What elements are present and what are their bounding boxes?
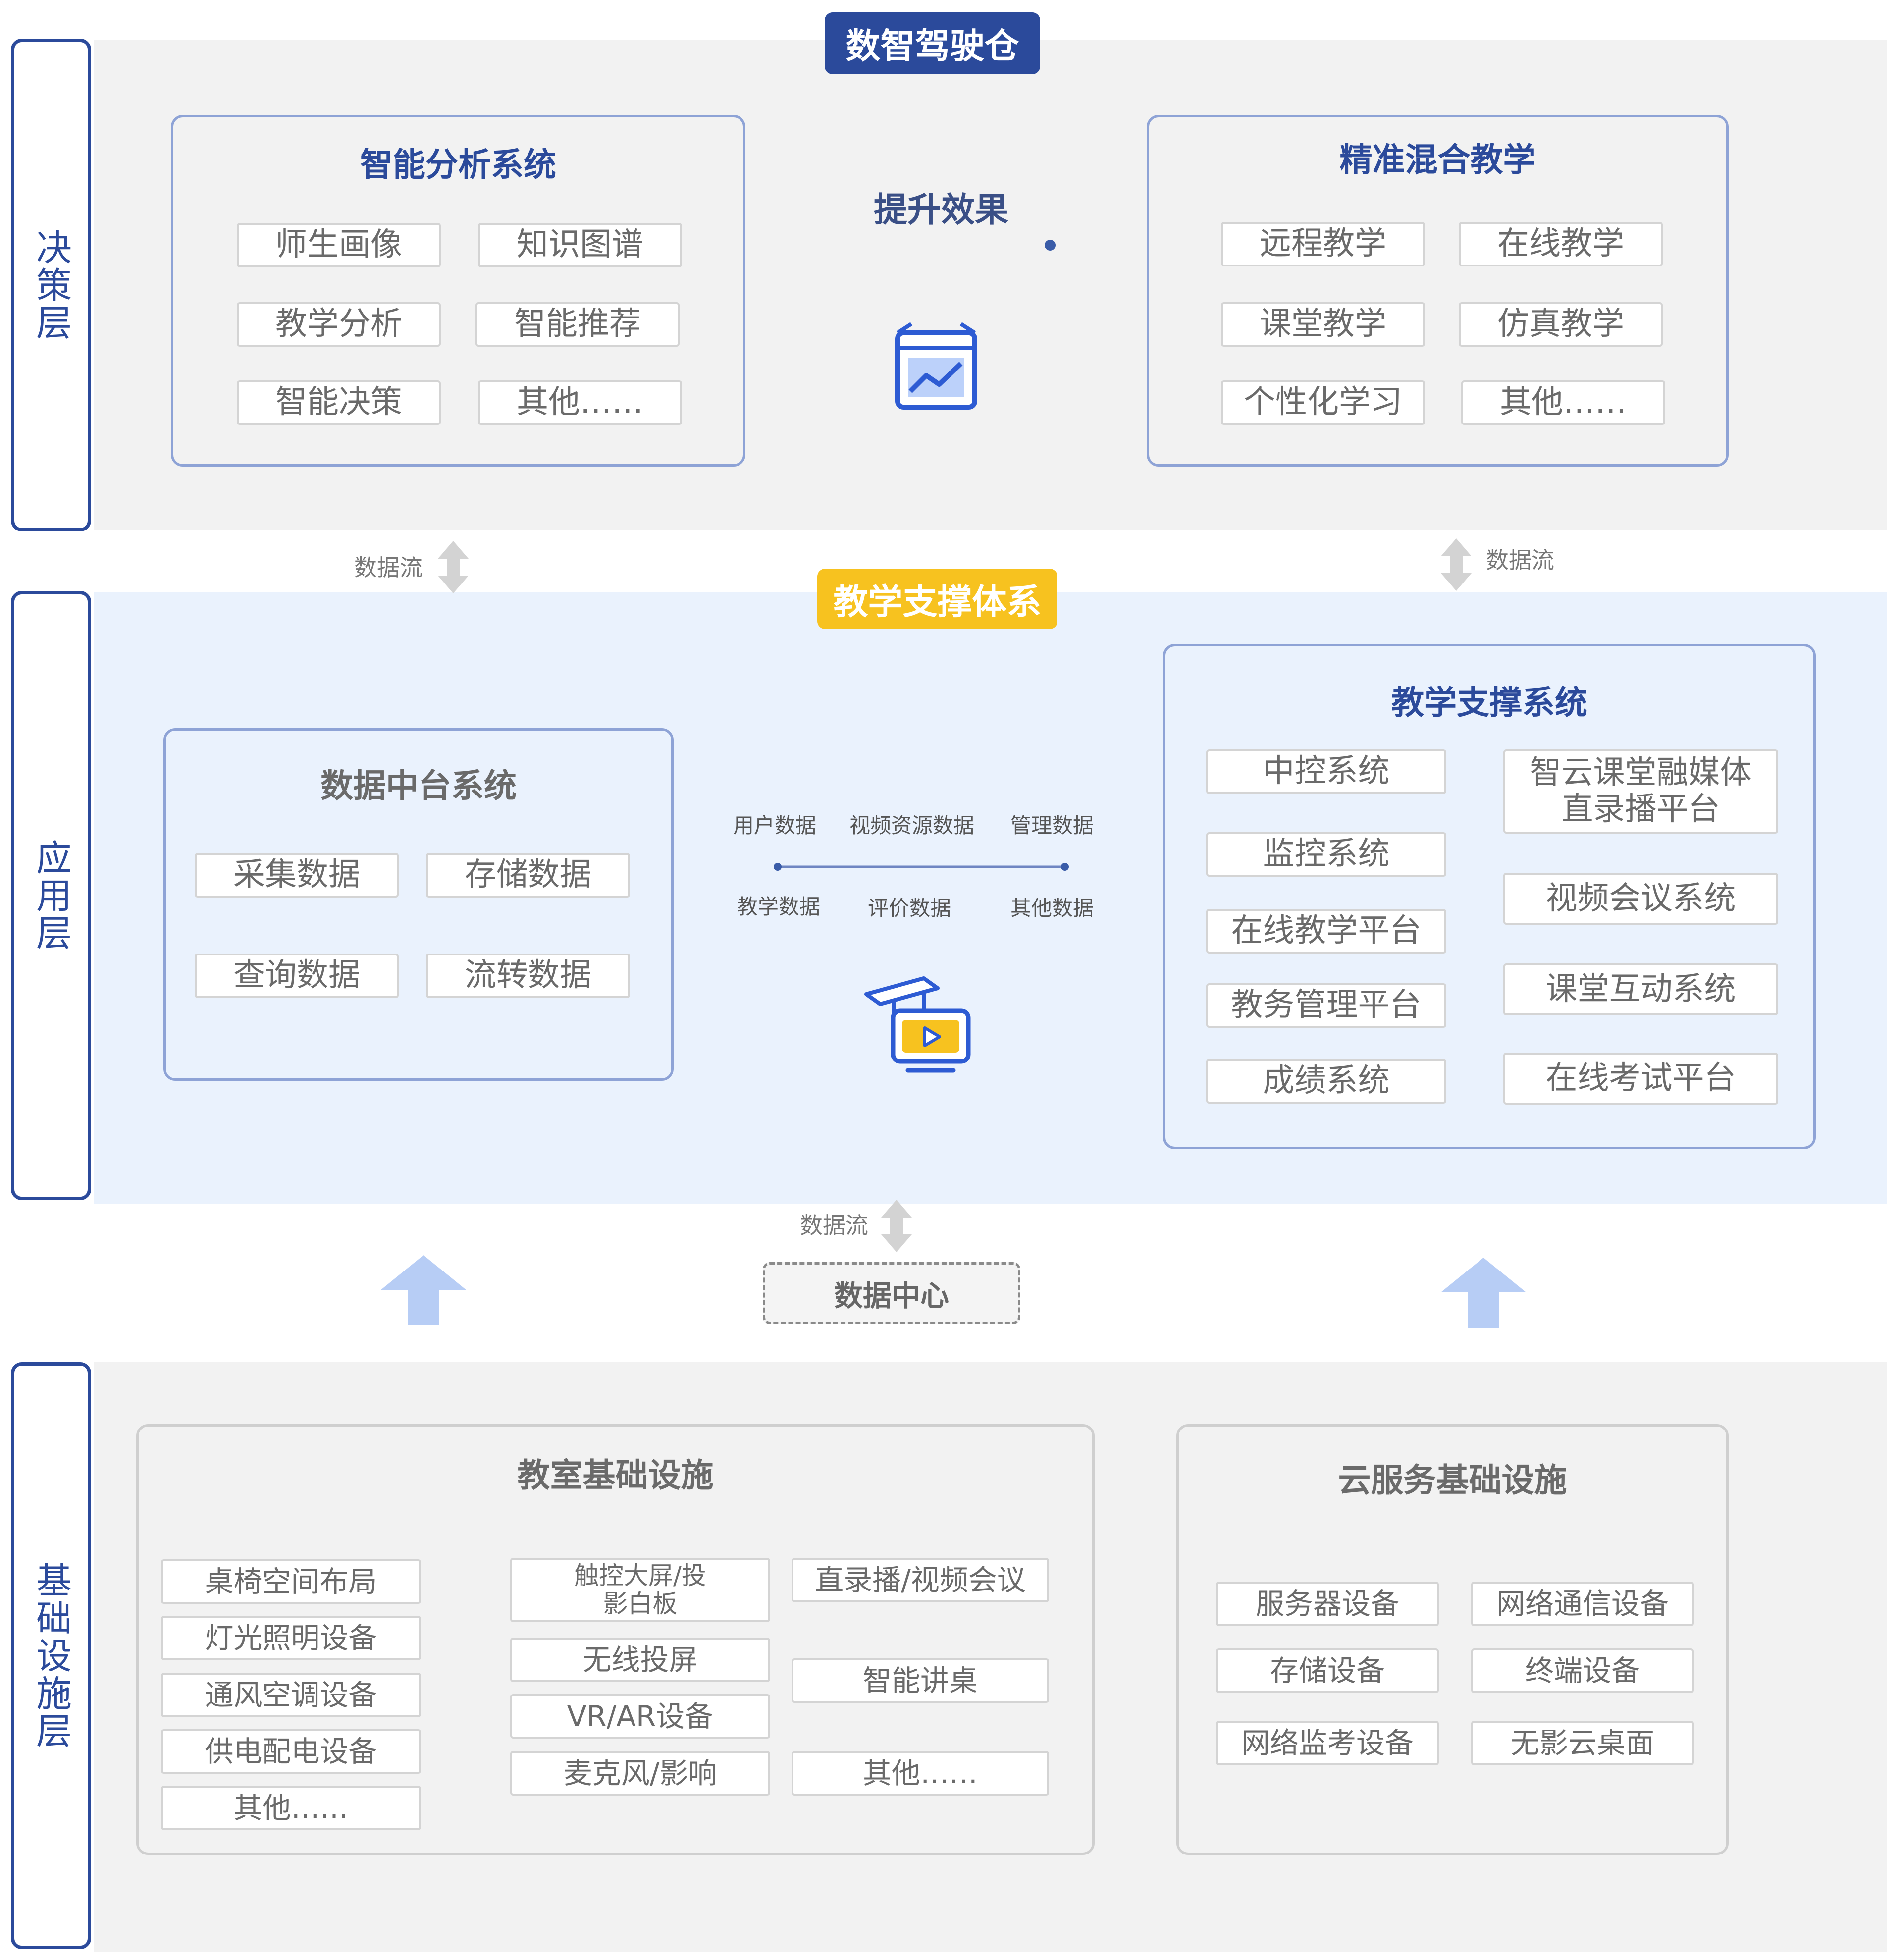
data-type-label: 管理数据	[1010, 813, 1094, 838]
classroom-item: 其他……	[161, 1786, 421, 1830]
teaching-item: 仿真教学	[1459, 302, 1663, 347]
teaching-item: 远程教学	[1221, 222, 1425, 266]
online-education-icon	[864, 976, 971, 1073]
data-type-label: 评价数据	[868, 896, 951, 920]
classroom-item: 灯光照明设备	[161, 1616, 421, 1660]
classroom-item: 直录播/视频会议	[792, 1558, 1049, 1602]
cloud-item: 无影云桌面	[1471, 1721, 1694, 1765]
blended-teaching-panel: 精准混合教学	[1147, 115, 1729, 467]
panel-title: 智能分析系统	[360, 146, 556, 184]
support-system-item: 课堂互动系统	[1503, 963, 1778, 1015]
cloud-infrastructure-panel: 云服务基础设施	[1176, 1424, 1729, 1855]
data-type-label: 用户数据	[733, 813, 817, 838]
cloud-item: 终端设备	[1471, 1648, 1694, 1693]
cockpit-badge: 数智驾驶仓	[825, 12, 1040, 74]
data-center-label: 数据中心	[834, 1278, 949, 1313]
teaching-item: 个性化学习	[1221, 380, 1425, 425]
teaching-item: 其他……	[1461, 380, 1665, 425]
data-type-label: 视频资源数据	[849, 813, 975, 838]
analytics-monitor-icon	[895, 322, 977, 410]
effect-arrow-line	[800, 240, 1056, 251]
teaching-support-badge: 教学支撑体系	[817, 569, 1057, 629]
data-platform-item: 采集数据	[195, 853, 399, 898]
cloud-item: 网络监考设备	[1216, 1721, 1439, 1765]
support-system-item: 成绩系统	[1206, 1059, 1446, 1104]
panel-title: 教室基础设施	[517, 1456, 714, 1494]
panel-title: 云服务基础设施	[1338, 1461, 1567, 1499]
analysis-item: 智能决策	[237, 380, 441, 425]
data-platform-item: 存储数据	[426, 853, 630, 898]
double-arrow-icon	[1441, 538, 1472, 591]
classroom-item: 触控大屏/投影白板	[510, 1558, 770, 1622]
up-arrow-icon	[381, 1255, 466, 1325]
support-system-item: 监控系统	[1206, 832, 1446, 877]
teaching-support-panel: 教学支撑系统	[1163, 644, 1816, 1149]
classroom-item: 麦克风/影响	[510, 1751, 770, 1796]
data-center-box: 数据中心	[763, 1262, 1020, 1324]
classroom-item: VR/AR设备	[510, 1694, 770, 1739]
data-platform-item: 查询数据	[195, 954, 399, 998]
support-system-item: 中控系统	[1206, 749, 1446, 794]
support-system-item: 在线考试平台	[1503, 1053, 1778, 1105]
analysis-item: 智能推荐	[476, 302, 680, 347]
decision-layer-background	[94, 40, 1887, 530]
up-arrow-icon	[1441, 1258, 1526, 1328]
analysis-item: 知识图谱	[478, 223, 682, 267]
data-type-label: 其他数据	[1010, 896, 1094, 920]
data-flow-line	[774, 863, 1069, 871]
support-system-item: 教务管理平台	[1206, 983, 1446, 1028]
layer-label-application: 应用层	[11, 591, 91, 1200]
double-arrow-icon	[881, 1200, 912, 1252]
data-flow-label: 数据流	[354, 554, 423, 581]
panel-title: 数据中台系统	[320, 767, 517, 805]
classroom-item: 通风空调设备	[161, 1673, 421, 1717]
analysis-item: 其他……	[478, 380, 682, 425]
support-system-item: 智云课堂融媒体直录播平台	[1503, 749, 1778, 834]
effect-label: 提升效果	[873, 191, 1008, 230]
layer-label-infrastructure: 基础设施层	[11, 1362, 91, 1949]
support-system-item: 视频会议系统	[1503, 873, 1778, 925]
layer-label-decision: 决策层	[11, 39, 91, 531]
cloud-item: 存储设备	[1216, 1648, 1439, 1693]
data-flow-label: 数据流	[800, 1212, 868, 1239]
classroom-item: 桌椅空间布局	[161, 1559, 421, 1604]
classroom-item: 其他……	[792, 1751, 1049, 1796]
panel-title: 教学支撑系统	[1391, 684, 1587, 722]
data-platform-panel: 数据中台系统	[163, 728, 674, 1081]
cloud-item: 网络通信设备	[1471, 1582, 1694, 1626]
teaching-item: 在线教学	[1459, 222, 1663, 266]
cloud-item: 服务器设备	[1216, 1582, 1439, 1626]
data-flow-label: 数据流	[1486, 547, 1554, 574]
analysis-item: 教学分析	[237, 302, 441, 347]
classroom-item: 智能讲桌	[792, 1658, 1049, 1703]
intelligent-analysis-panel: 智能分析系统	[171, 115, 745, 467]
double-arrow-icon	[438, 541, 469, 593]
classroom-item: 无线投屏	[510, 1638, 770, 1682]
analysis-item: 师生画像	[237, 223, 441, 267]
panel-title: 精准混合教学	[1339, 141, 1536, 179]
support-system-item: 在线教学平台	[1206, 909, 1446, 954]
classroom-infrastructure-panel: 教室基础设施	[136, 1424, 1095, 1855]
data-type-label: 教学数据	[737, 895, 821, 919]
teaching-item: 课堂教学	[1221, 302, 1425, 347]
classroom-item: 供电配电设备	[161, 1729, 421, 1774]
data-platform-item: 流转数据	[426, 954, 630, 998]
